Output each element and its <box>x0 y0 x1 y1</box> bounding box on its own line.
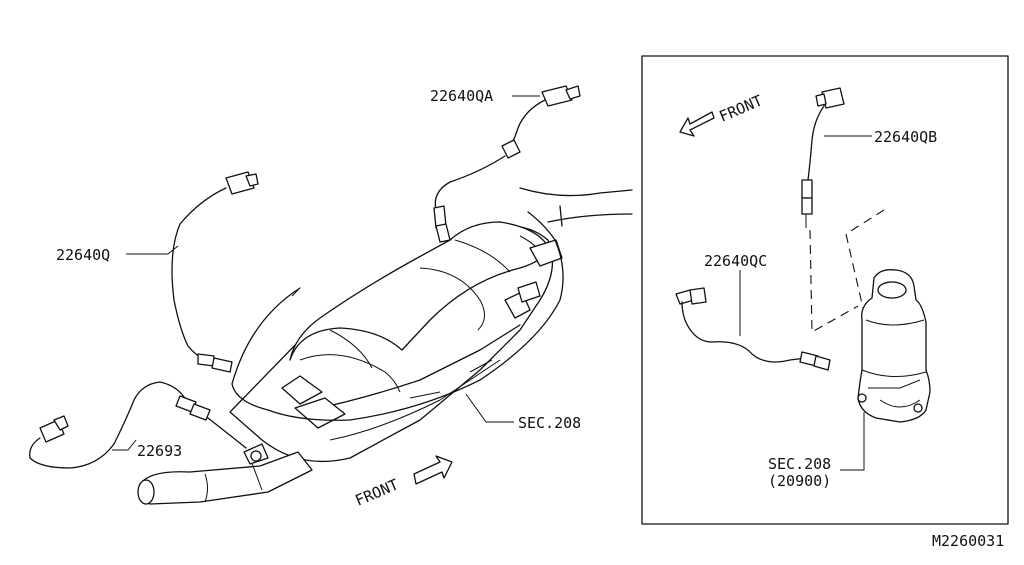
label-22693: 22693 <box>137 442 182 460</box>
sensor-harness-wire <box>231 211 564 421</box>
oxygen-sensor-22693 <box>29 381 247 469</box>
oxygen-sensor-22640qb <box>801 87 845 228</box>
detail-inset-frame <box>641 55 1009 525</box>
label-sec208-main: SEC.208 <box>518 414 581 432</box>
diagram-code: M2260031 <box>932 532 1004 550</box>
leader-lines-main <box>112 95 540 451</box>
label-22640q: 22640Q <box>56 246 110 264</box>
oxygen-sensor-22640q <box>171 171 259 373</box>
oxygen-sensor-22640qa <box>433 85 581 243</box>
front-arrow-main-label: FRONT <box>353 475 402 509</box>
front-arrow-detail-label: FRONT <box>717 91 766 125</box>
label-sec208-detail-part: (20900) <box>768 472 831 490</box>
detail-catalytic-converter <box>857 269 931 423</box>
label-22640qb: 22640QB <box>874 128 937 146</box>
oxygen-sensor-22640qc <box>675 287 831 371</box>
label-22640qc: 22640QC <box>704 252 767 270</box>
catalytic-converter-assembly <box>137 187 633 505</box>
front-arrow-detail: FRONT <box>679 91 766 137</box>
leader-lines-detail <box>739 135 872 471</box>
label-sec208-detail: SEC.208 <box>768 455 831 473</box>
label-22640qa: 22640QA <box>430 87 493 105</box>
detail-dashed-guides <box>809 209 885 333</box>
front-arrow-main: FRONT <box>353 455 453 510</box>
